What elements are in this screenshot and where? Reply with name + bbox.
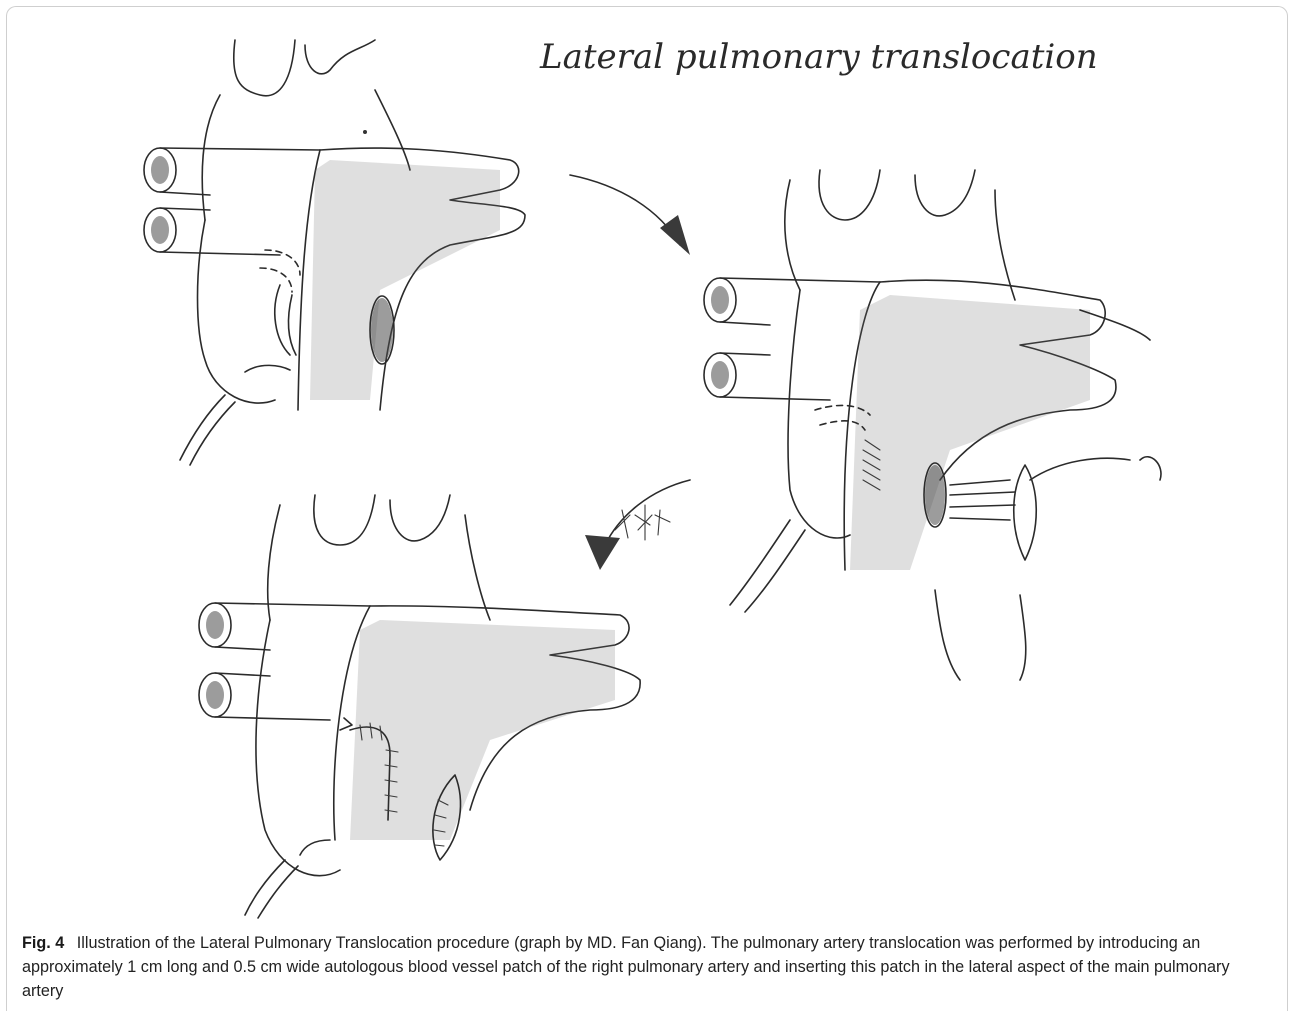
arrow-left-icon [605, 480, 690, 545]
signature [615, 505, 670, 540]
surgical-illustration: Lateral pulmonary translocation [30, 10, 1260, 920]
arrow-right-icon [570, 175, 680, 245]
frame-edge [6, 930, 7, 1011]
handwritten-title: Lateral pulmonary translocation [539, 37, 1098, 77]
panel-patch-harvest [704, 170, 1161, 680]
panel-patch-inserted [199, 495, 640, 918]
figure-label: Fig. 4 [22, 934, 64, 952]
caption-text: Illustration of the Lateral Pulmonary Tr… [22, 934, 1230, 1000]
panel-initial-anatomy [144, 40, 525, 465]
figure-caption: Fig. 4 Illustration of the Lateral Pulmo… [22, 931, 1272, 1003]
